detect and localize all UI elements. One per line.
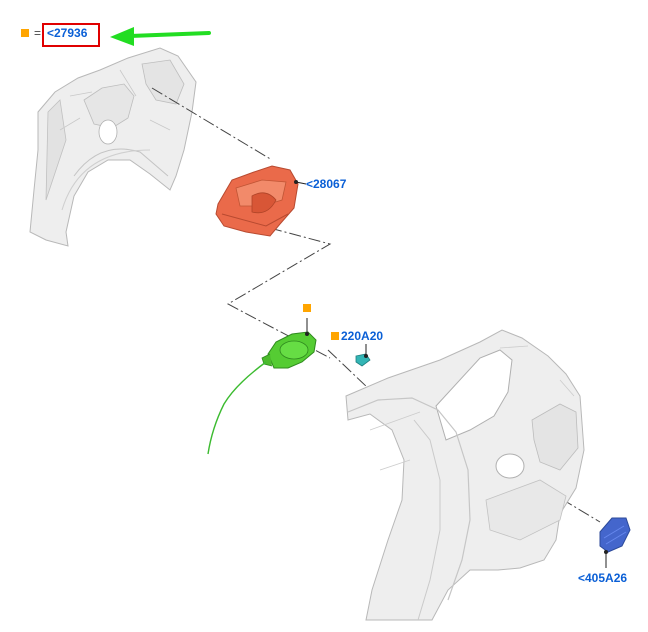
door-callout-dot: [305, 332, 309, 336]
green-arrow-icon: [110, 27, 211, 46]
fuel-cap: [599, 517, 631, 553]
leader-lines: [151, 87, 601, 523]
quarter-panel: [345, 329, 585, 621]
fuel-filler-bracket: [215, 165, 299, 237]
clip-callout-dot: [364, 354, 368, 358]
callout-cap[interactable]: <405A26: [578, 571, 628, 585]
highlight-box: [42, 23, 100, 47]
orange-square-icon: [21, 29, 29, 37]
fuel-filler-door: [207, 331, 317, 455]
callout-clip[interactable]: 220A20: [341, 329, 384, 343]
legend-ref-link[interactable]: <27936: [47, 26, 88, 40]
orange-square-icon: [303, 304, 311, 312]
legend-equals: =: [34, 26, 42, 40]
orange-square-icon: [331, 332, 339, 340]
callout-bracket[interactable]: <28067: [306, 177, 347, 191]
cap-callout-dot: [604, 550, 608, 554]
bracket-callout-dot: [294, 180, 298, 184]
inner-wheelhouse-panel: [29, 47, 197, 247]
